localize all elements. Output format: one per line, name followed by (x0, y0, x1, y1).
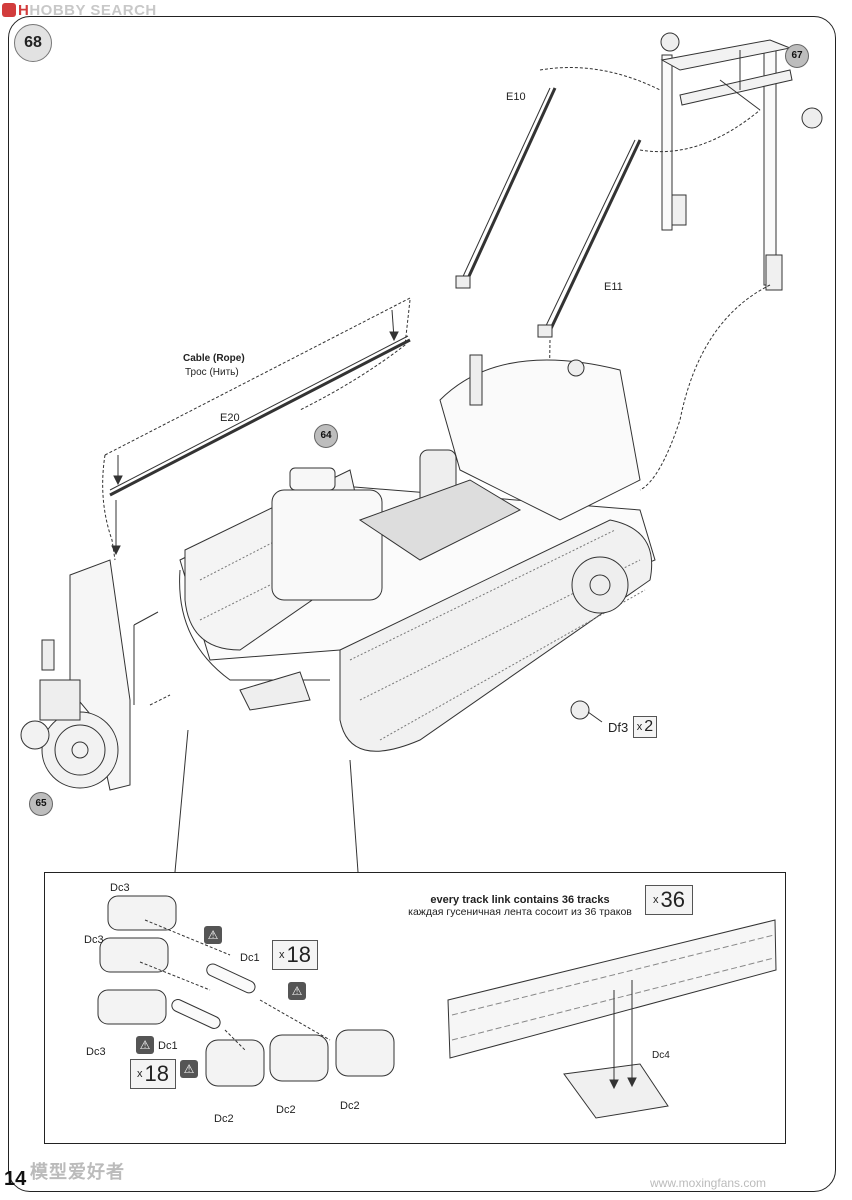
part-label-dc3-top: Dc3 (110, 882, 130, 894)
page-frame (8, 16, 836, 1192)
page-number: 14 (4, 1168, 27, 1190)
tractor-body-drawing (179, 354, 656, 752)
cable-label-en: Cable (Rope) (183, 353, 245, 364)
part-label-dc1-bottom: Dc1 (158, 1040, 178, 1052)
part-label-dc2-middle: Dc2 (276, 1104, 296, 1116)
glue-icon: ⚠ (180, 1060, 198, 1078)
glue-icon: ⚠ (204, 926, 222, 944)
part-label-e10: E10 (506, 91, 526, 103)
part-label-df3: Df3 (608, 720, 629, 735)
part-label-dc3-bottom: Dc3 (86, 1046, 106, 1058)
logo-mark-icon (2, 3, 16, 17)
rear-frame-drawing (660, 32, 823, 291)
watermark-text: 模型爱好者 (30, 1162, 125, 1182)
glue-icon: ⚠ (288, 982, 306, 1000)
reference-step-65: 65 (29, 792, 53, 816)
logo-text: HOBBY SEARCH (29, 2, 157, 19)
part-label-dc2-right: Dc2 (340, 1100, 360, 1112)
track-count-note-en: every track link contains 36 tracks (430, 894, 610, 906)
track-links-drawing (97, 895, 777, 1119)
track-count-note: every track link contains 36 tracks кажд… (404, 894, 636, 918)
part-label-dc2-left: Dc2 (214, 1113, 234, 1125)
reference-step-67: 67 (785, 44, 809, 68)
track-count-note-ru: каждая гусеничная лента сосоит из 36 тра… (408, 906, 632, 918)
part-label-e11: E11 (604, 281, 623, 293)
hobby-search-logo: HHOBBY SEARCH (2, 2, 157, 19)
part-label-dc3-middle: Dc3 (84, 934, 104, 946)
track-detail-panel (44, 872, 786, 1144)
glue-icon: ⚠ (136, 1036, 154, 1054)
part-label-dc4: Dc4 (652, 1050, 670, 1061)
winch-drawing (20, 559, 171, 791)
step-number: 68 (14, 24, 52, 62)
reference-step-64: 64 (314, 424, 338, 448)
watermark-url: www.moxingfans.com (650, 1176, 767, 1190)
part-label-dc1-top: Dc1 (240, 952, 260, 964)
cable-label-ru: Трос (Нить) (185, 367, 239, 378)
part-label-e20: E20 (220, 412, 240, 424)
